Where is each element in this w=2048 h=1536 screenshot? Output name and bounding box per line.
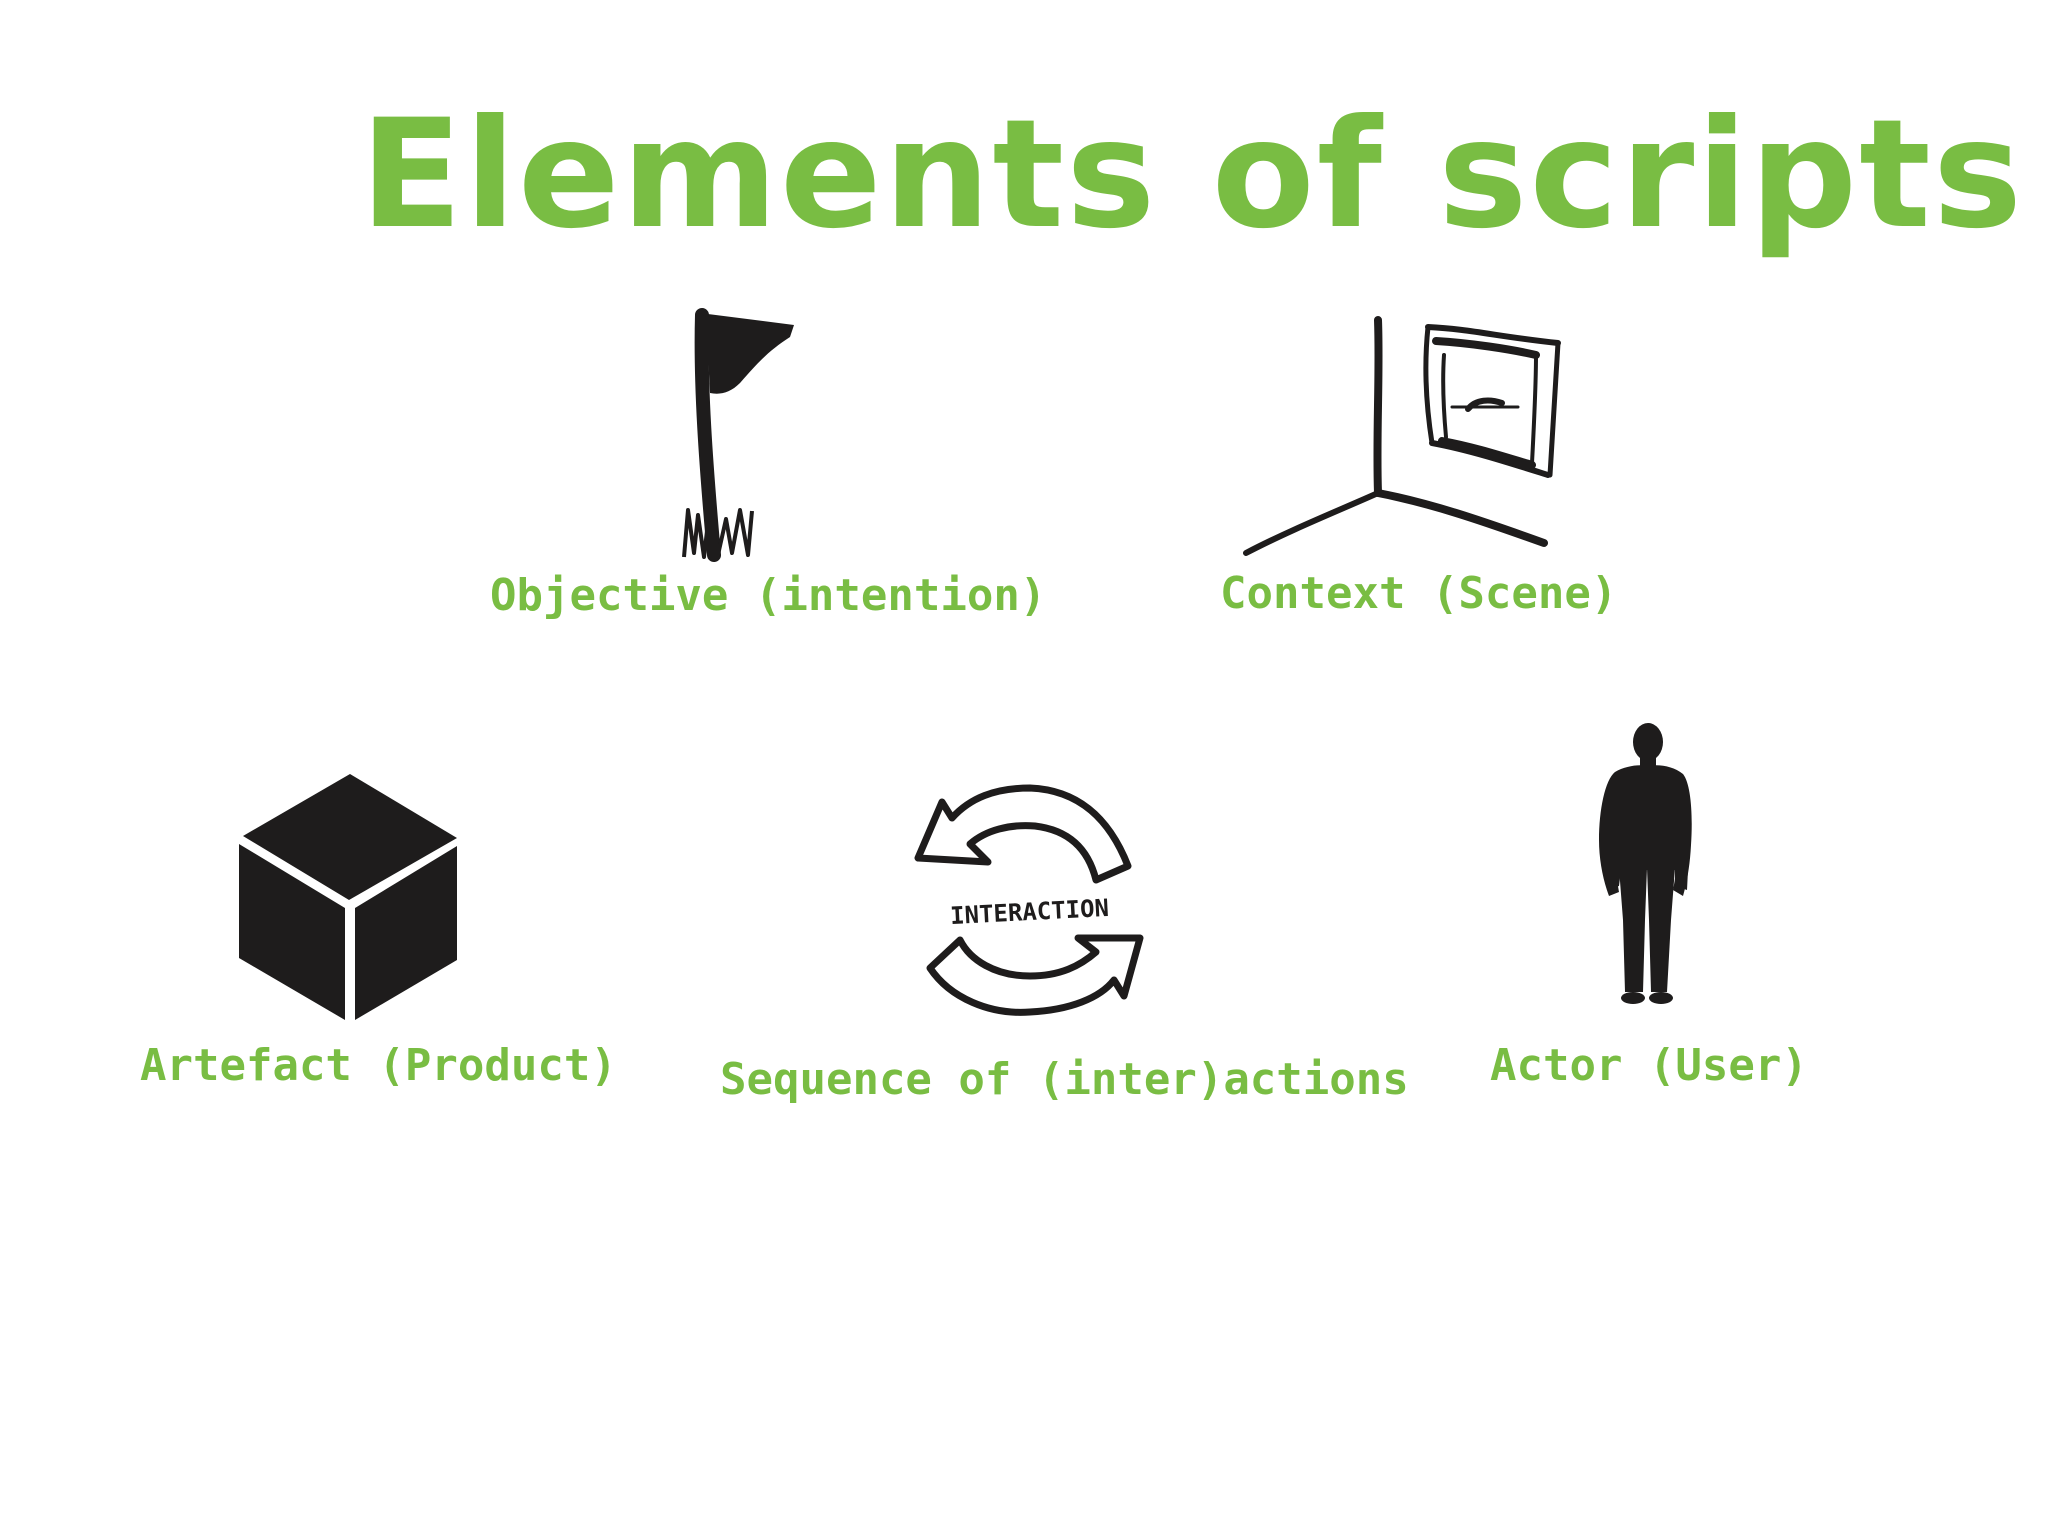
label-artefact: Artefact (Product) bbox=[140, 1040, 617, 1091]
room-corner-frame-icon bbox=[1243, 316, 1561, 556]
label-actor: Actor (User) bbox=[1490, 1040, 1808, 1091]
cube-icon bbox=[239, 774, 457, 1020]
interaction-cycle-icon: INTERACTION bbox=[914, 784, 1144, 1016]
page-title: Elements of scripts bbox=[360, 88, 2025, 262]
interaction-text: INTERACTION bbox=[949, 894, 1109, 930]
label-sequence: Sequence of (inter)actions bbox=[720, 1054, 1409, 1105]
label-context: Context (Scene) bbox=[1220, 568, 1618, 619]
flag-icon bbox=[682, 308, 794, 562]
person-silhouette-icon bbox=[1599, 723, 1692, 1004]
label-objective: Objective (intention) bbox=[490, 570, 1047, 621]
